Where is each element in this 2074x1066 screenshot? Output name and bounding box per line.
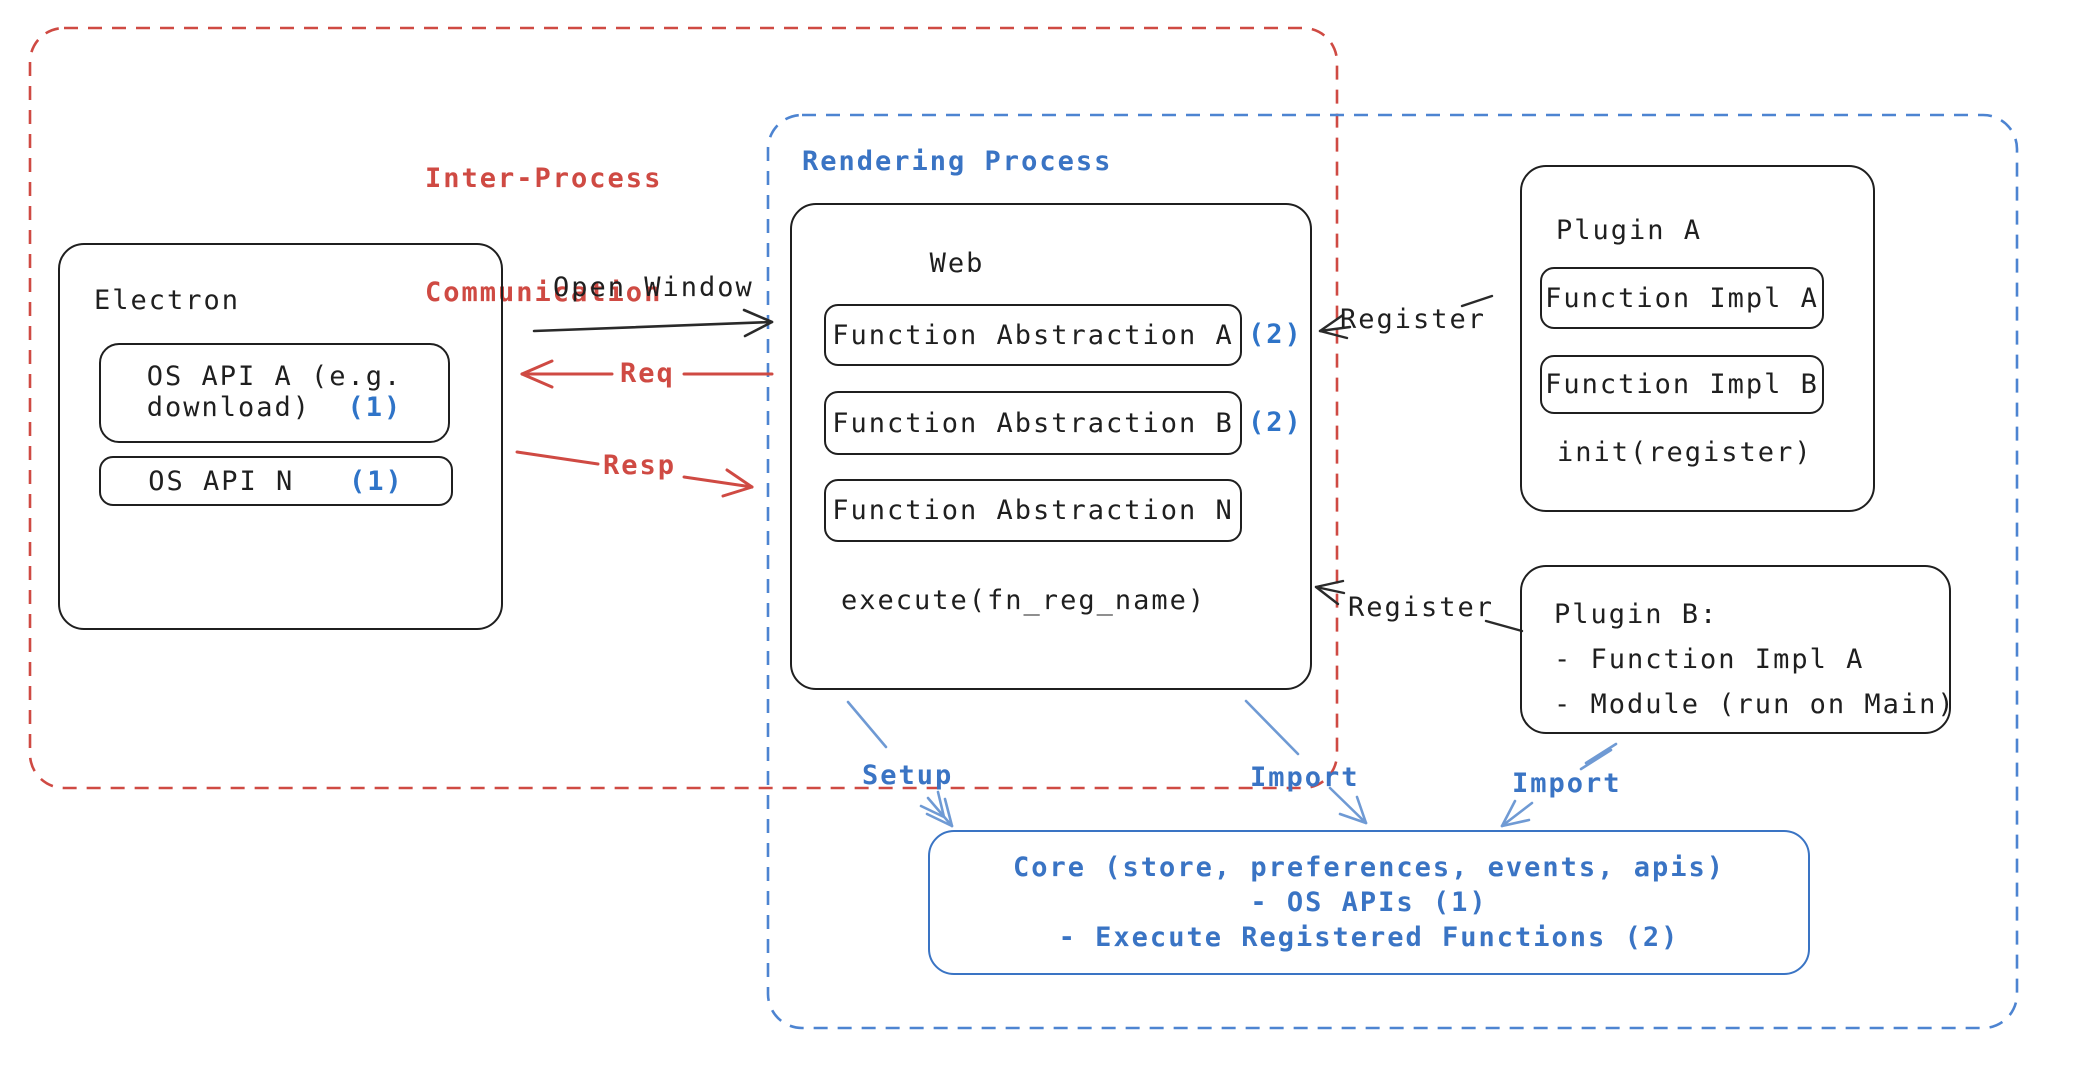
function-abstraction-a-box: Function Abstraction A — [824, 304, 1242, 366]
core-line-3: - Execute Registered Functions (2) — [1058, 922, 1680, 953]
core-line-1: Core (store, preferences, events, apis) — [1013, 852, 1725, 883]
plugin-b-item-2: - Module (run on Main) — [1554, 689, 1956, 720]
function-abstraction-a-ref: (2) — [1248, 319, 1303, 350]
function-abstraction-n-box: Function Abstraction N — [824, 479, 1242, 542]
function-abstraction-a-label: Function Abstraction A — [832, 319, 1234, 351]
os-api-a-box: OS API A (e.g. download) (1) — [99, 343, 450, 443]
os-api-n-ref: (1) — [349, 465, 404, 497]
init-register-label: init(register) — [1557, 437, 1813, 468]
import-from-plugin-b-label: Import — [1512, 768, 1622, 799]
execute-label: execute(fn_reg_name) — [841, 585, 1207, 616]
function-abstraction-b-ref: (2) — [1248, 407, 1303, 438]
function-impl-a-label: Function Impl A — [1545, 282, 1819, 314]
plugin-b-item-1: - Function Impl A — [1554, 644, 1865, 675]
plugin-b-content: Plugin B: - Function Impl A - Module (ru… — [1554, 592, 1956, 727]
import-from-web-label: Import — [1250, 762, 1360, 793]
register-plugin-a-label: Register — [1340, 304, 1487, 335]
function-abstraction-b-label: Function Abstraction B — [832, 407, 1234, 439]
web-title: Web — [929, 248, 985, 279]
core-line-2: - OS APIs (1) — [1250, 887, 1488, 918]
rendering-process-label: Rendering Process — [802, 146, 1113, 177]
plugin-b-box: Plugin B: - Function Impl A - Module (ru… — [1520, 565, 1954, 734]
os-api-n-box: OS API N (1) — [99, 456, 453, 506]
os-api-a-line1: OS API A (e.g. — [146, 360, 403, 392]
os-api-n-spacer — [294, 466, 349, 497]
function-abstraction-b-box: Function Abstraction B — [824, 391, 1242, 455]
electron-box: Electron OS API A (e.g. download) (1) OS… — [58, 243, 503, 630]
core-box: Core (store, preferences, events, apis) … — [928, 830, 1810, 975]
register-plugin-b-label: Register — [1348, 592, 1495, 623]
ipc-label: Inter-Process Communication — [425, 84, 662, 388]
os-api-a-spacer — [311, 392, 348, 423]
function-impl-b-label: Function Impl B — [1545, 369, 1819, 400]
ipc-label-line2: Communication — [425, 277, 663, 308]
function-impl-a-box: Function Impl A — [1540, 267, 1824, 329]
req-label: Req — [620, 358, 675, 389]
ipc-label-line1: Inter-Process — [425, 163, 663, 194]
function-impl-b-box: Function Impl B — [1540, 355, 1824, 414]
os-api-a-ref: (1) — [347, 391, 403, 423]
plugin-b-title: Plugin B: — [1554, 599, 1719, 630]
plugin-a-title: Plugin A — [1556, 215, 1703, 246]
os-api-a-line2: download) — [146, 391, 311, 423]
web-box: Web Function Abstraction A (2) Function … — [790, 203, 1312, 690]
resp-label: Resp — [603, 450, 677, 481]
open-window-label: Open Window — [553, 272, 754, 303]
plugin-a-box: Plugin A Function Impl A Function Impl B… — [1520, 165, 1875, 512]
setup-label: Setup — [862, 760, 954, 791]
function-abstraction-n-label: Function Abstraction N — [832, 495, 1234, 526]
os-api-n-label: OS API N — [148, 465, 295, 497]
electron-title: Electron — [94, 285, 241, 316]
